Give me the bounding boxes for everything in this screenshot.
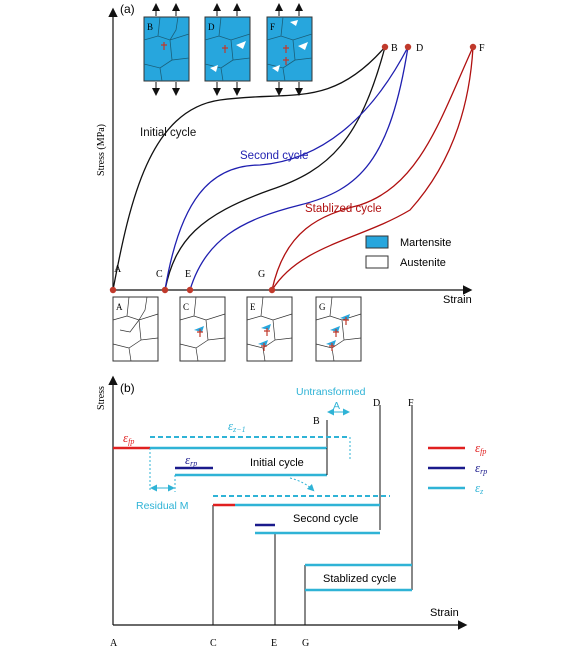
point-g xyxy=(268,286,276,294)
panel-a-legend: Martensite Austenite xyxy=(365,235,451,269)
grain-image-g: G xyxy=(315,296,362,362)
legend-eps-rp-label: εrp xyxy=(475,460,487,476)
legend-austenite-label: Austenite xyxy=(400,257,446,269)
panel-a-points: A C E G B D F xyxy=(109,43,485,294)
second-cycle-label: Second cycle xyxy=(240,150,308,162)
point-f-label: F xyxy=(479,43,485,54)
panel-b: (b) Stress Strain A C E G B D F εfp εrp … xyxy=(96,375,487,649)
point-b-label: B xyxy=(391,43,398,54)
grain-image-e: E xyxy=(246,296,293,362)
untransformed-label: Untransformed xyxy=(296,386,366,398)
panel-b-initial-cycle-label: Initial cycle xyxy=(250,457,304,469)
grain-e-label: E xyxy=(250,302,256,312)
grain-image-d: D xyxy=(204,3,251,96)
panel-a: (a) Stress (MPa) Strain Initial cycle Se… xyxy=(96,2,485,362)
grain-d-label: D xyxy=(208,22,215,32)
grain-image-b: B xyxy=(143,3,190,96)
stabilized-cycle-loading xyxy=(271,46,474,291)
point-c xyxy=(161,286,169,294)
grain-c-label: C xyxy=(183,302,189,312)
grain-f-label: F xyxy=(270,22,275,32)
point-e xyxy=(186,286,194,294)
legend-austenite-swatch xyxy=(365,255,389,269)
point-f xyxy=(469,43,477,51)
second-cycle-loading xyxy=(164,46,409,291)
peak-b-label: B xyxy=(313,416,320,427)
point-g-label: G xyxy=(258,269,265,280)
stabilized-cycle-unloading xyxy=(271,46,474,291)
grain-image-f: F xyxy=(266,3,313,96)
panel-b-stabilized-cycle-label: Stablized cycle xyxy=(323,573,396,585)
panel-b-label: (b) xyxy=(120,381,135,395)
eps-z-minus-1-symbol: εz−1 xyxy=(228,418,246,434)
panel-b-x-label: Strain xyxy=(430,607,459,619)
legend-martensite-swatch xyxy=(365,235,389,249)
second-cycle-unloading xyxy=(189,46,409,291)
point-e-label: E xyxy=(185,269,191,280)
panel-b-second-cycle-label: Second cycle xyxy=(293,513,358,525)
grain-image-c: C xyxy=(179,296,226,362)
untransformed-sub-label: A xyxy=(333,400,340,412)
initial-cycle-loading xyxy=(112,46,386,291)
point-a xyxy=(109,286,117,294)
legend-eps-z-label: εz xyxy=(475,480,484,496)
peak-d-label: D xyxy=(373,398,380,409)
panel-a-label: (a) xyxy=(120,2,135,16)
residual-label: Residual M xyxy=(136,500,189,512)
legend-eps-fp-label: εfp xyxy=(475,440,486,456)
grain-b-label: B xyxy=(147,22,153,32)
point-d xyxy=(404,43,412,51)
initial-eps-fp-symbol: εfp xyxy=(123,430,134,446)
point-c-label: C xyxy=(156,269,163,280)
grain-a-label: A xyxy=(116,302,123,312)
peak-f-label: F xyxy=(408,398,414,409)
panel-b-y-label: Stress xyxy=(96,386,107,410)
point-d-label: D xyxy=(416,43,423,54)
panel-b-legend: εfp εrp εz xyxy=(428,440,487,496)
initial-cycle-label: Initial cycle xyxy=(140,127,196,139)
legend-martensite-label: Martensite xyxy=(400,237,451,249)
point-b xyxy=(381,43,389,51)
panel-a-y-label: Stress (MPa) xyxy=(96,124,107,176)
initial-eps-rp-symbol: εrp xyxy=(185,452,197,468)
panel-b-tick-e: E xyxy=(271,638,277,649)
initial-cycle-unloading xyxy=(164,46,386,291)
panel-a-x-label: Strain xyxy=(443,294,472,306)
stabilized-cycle-label: Stablized cycle xyxy=(305,203,382,215)
grain-g-label: G xyxy=(319,302,326,312)
panel-b-tick-a: A xyxy=(110,638,118,649)
panel-b-tick-c: C xyxy=(210,638,217,649)
panel-b-tick-g: G xyxy=(302,638,309,649)
point-a-label: A xyxy=(114,264,122,275)
grain-image-a: A xyxy=(112,296,159,362)
